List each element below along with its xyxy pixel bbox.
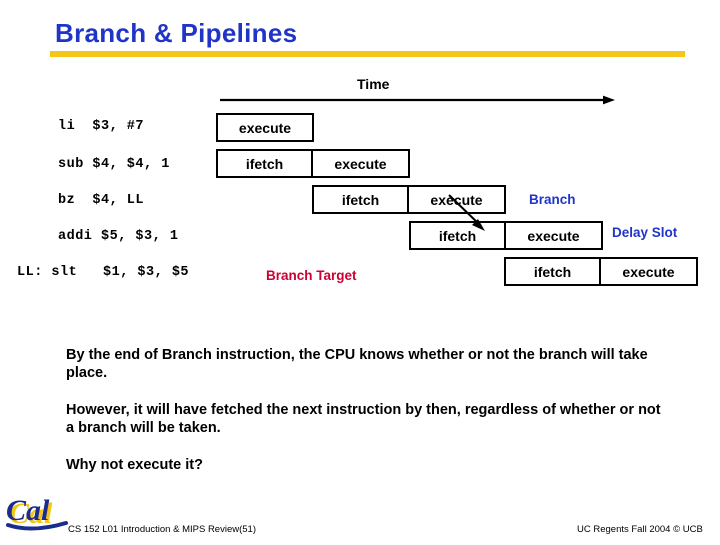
stage-box-row4-ifetch[interactable]: ifetch [409,221,506,250]
annotation-branch-target: Branch Target [266,268,357,283]
instruction-line-5: LL: slt $1, $3, $5 [17,265,190,280]
stage-box-row1-execute[interactable]: execute [216,113,314,142]
svg-text:Cal: Cal [6,494,50,527]
instruction-line-4: addi $5, $3, 1 [58,229,179,244]
stage-box-row5-execute[interactable]: execute [601,257,698,286]
annotation-delay-slot: Delay Slot [612,225,678,240]
body-paragraph-2: However, it will have fetched the next i… [66,402,661,436]
body-paragraph-1: By the end of Branch instruction, the CP… [66,347,648,381]
stage-box-row5-ifetch[interactable]: ifetch [504,257,601,286]
annotation-branch: Branch [529,192,576,207]
stage-box-row2-ifetch[interactable]: ifetch [216,149,313,178]
stage-box-row3-ifetch[interactable]: ifetch [312,185,409,214]
body-paragraph-3: Why not execute it? [66,457,203,473]
instruction-line-2: sub $4, $4, 1 [58,157,170,172]
page-title: Branch & Pipelines [55,18,298,48]
cal-logo-icon: Cal Cal [4,492,76,534]
stage-box-row3-execute[interactable]: execute [409,185,506,214]
time-arrow-icon [220,92,615,105]
title-underline-rule [50,51,685,57]
instruction-line-3: bz $4, LL [58,193,145,208]
svg-text:Cal: Cal [9,497,53,530]
stage-box-row4-execute[interactable]: execute [506,221,603,250]
time-axis-label: Time [357,76,390,92]
instruction-line-1: li $3, #7 [58,119,145,134]
footer-copyright-label: UC Regents Fall 2004 © UCB [577,524,703,535]
footer-course-label: CS 152 L01 Introduction & MIPS Review(51… [68,524,256,535]
stage-box-row2-execute[interactable]: execute [313,149,410,178]
